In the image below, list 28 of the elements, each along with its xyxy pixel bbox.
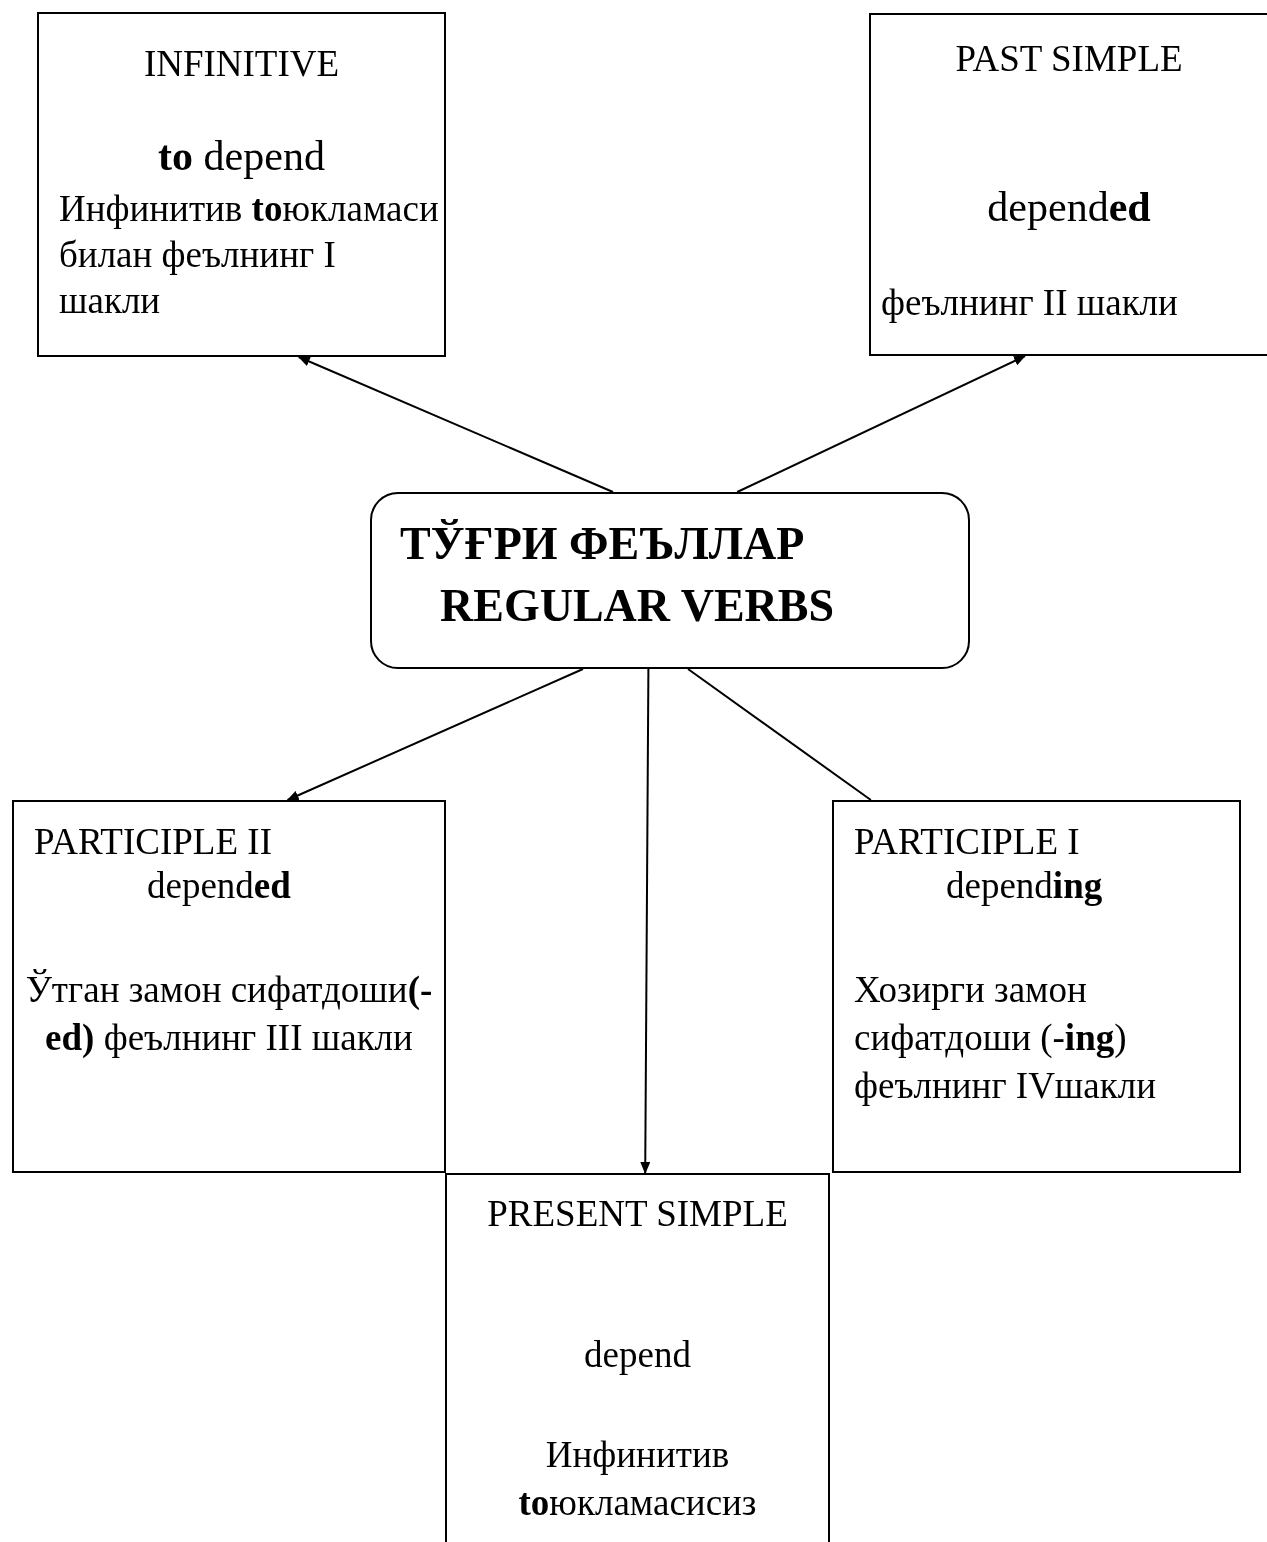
box-text: ТЎҒРИ ФЕЪЛЛАР — [400, 517, 806, 571]
box-heading: INFINITIVE — [142, 42, 341, 86]
process-box — [445, 1173, 830, 1542]
process-box — [12, 800, 446, 1173]
box-text: Ўтган замон сифатдоши(-ed) феълнинг III шакли — [24, 968, 434, 1060]
arrow — [640, 668, 651, 1174]
box-text: Инфинитив toюкламаси билан феълнинг I шакли — [59, 187, 439, 323]
process-box — [869, 13, 1267, 356]
process-box — [37, 12, 446, 357]
box-text: depended — [147, 864, 292, 908]
box-text: Инфинитив toюкламасисиз — [517, 1433, 758, 1525]
box-heading: PARTICIPLE II — [34, 820, 273, 864]
box-text: REGULAR VERBS — [440, 579, 836, 633]
box-text: depending — [946, 864, 1104, 908]
box-text: Хозирги замон сифатдоши (-ing) феълнинг IVшакли — [854, 968, 1158, 1108]
box-text: depended — [986, 183, 1152, 232]
arrow — [286, 668, 584, 801]
connector-line — [687, 668, 872, 801]
box-text: феълнинг II шакли — [881, 281, 1179, 325]
process-box — [832, 800, 1241, 1173]
box-text: to depend — [157, 132, 326, 181]
box-heading: PARTICIPLE I — [854, 820, 1081, 864]
rounded-box — [370, 492, 970, 669]
box-heading: PAST SIMPLE — [954, 37, 1184, 81]
arrow — [297, 356, 614, 493]
box-text: depend — [583, 1333, 692, 1377]
arrow — [736, 355, 1026, 493]
box-heading: PRESENT SIMPLE — [486, 1192, 789, 1236]
